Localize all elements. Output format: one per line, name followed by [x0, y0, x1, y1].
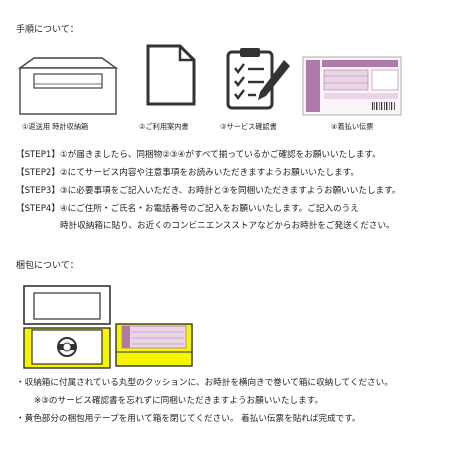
item-label-service-confirmation: ③サービス確認書	[220, 122, 277, 131]
step-3: 【STEP3】③に必要事項をご記入いただき、お時計と③を同梱いただきますようお願…	[16, 186, 401, 196]
item-label-guide-document: ②ご利用案内書	[139, 122, 189, 131]
step-2: 【STEP2】②にてサービス内容や注意事項をお読みいただきますようお願いいたしま…	[16, 168, 360, 178]
item-label-return-box: ①返送用 時計収納箱	[22, 122, 89, 131]
checklist-pen-icon	[226, 48, 290, 110]
step-1: 【STEP1】①が届きましたら、同梱物②③④がすべて揃っているかご確認をお願いい…	[16, 150, 381, 160]
step-4: 【STEP4】④にご住所・ご氏名・お電話番号のご記入をお願いいたします。ご記入の…	[16, 204, 359, 214]
watch-in-box-icon	[23, 285, 111, 369]
packing-note-3: ・黄色部分の梱包用テープを用いて箱を閉じてください。 着払い伝票を貼れば完成です…	[16, 414, 361, 424]
packing-note-2: ※③のサービス確認書を忘れずに同梱いただきますようお願いいたします。	[34, 396, 324, 406]
return-box-icon	[17, 57, 119, 115]
shipping-slip-icon	[302, 56, 402, 116]
section-heading-procedure: 手順について：	[16, 25, 79, 35]
item-label-shipping-slip: ④着払い伝票	[331, 122, 374, 131]
sealed-box-icon	[115, 323, 193, 367]
section-heading-packing: 梱包について：	[16, 261, 79, 271]
document-icon	[146, 44, 196, 106]
step-4-continued: 時計収納箱に貼り、お近くのコンビニエンスストアなどからお時計をご発送ください。	[60, 221, 395, 231]
packing-note-1: ・収納箱に付属されている丸型のクッションに、お時計を横向きで巻いて箱に収納してく…	[16, 378, 393, 388]
